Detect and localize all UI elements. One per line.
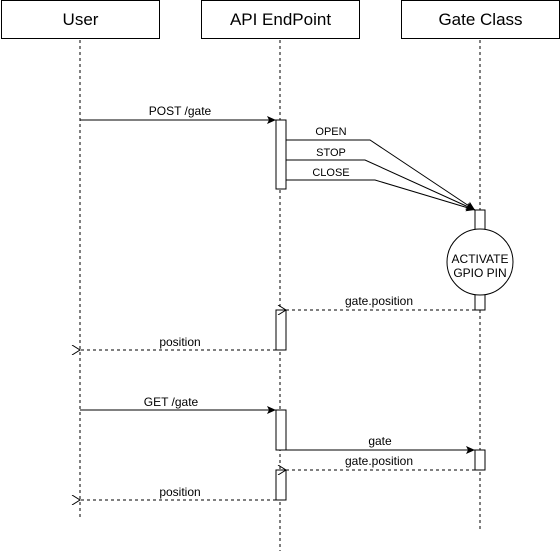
participant-user-label: User [62, 9, 99, 29]
participant-api-endpoint-label: API EndPoint [229, 9, 332, 29]
activation-api-2 [275, 309, 287, 351]
message-get-gate-label: GET /gate [144, 395, 199, 409]
activate-gpio-node [446, 228, 514, 296]
message-open-arrow [286, 139, 476, 211]
message-stop-arrow [286, 159, 476, 211]
message-post-gate-label: POST /gate [149, 104, 212, 118]
return-position-2-label: position [159, 485, 200, 499]
activate-label-line1: ACTIVATE [452, 252, 509, 266]
return-gate-position-2-label: gate.position [345, 454, 413, 468]
activation-api-1 [275, 119, 287, 190]
participant-gate-class-label: Gate Class [438, 9, 523, 29]
participant-gate-class[interactable]: Gate Class [401, 0, 560, 39]
participant-api-endpoint[interactable]: API EndPoint [201, 0, 360, 39]
return-gate-position-1-label: gate.position [345, 294, 413, 308]
return-position-1-label: position [159, 335, 200, 349]
activate-label-line2: GPIO PIN [453, 266, 506, 280]
message-stop-label: STOP [316, 147, 346, 159]
message-gate-label: gate [368, 434, 392, 448]
message-close-arrow [286, 179, 476, 212]
activation-api-3 [275, 409, 287, 451]
participant-user[interactable]: User [1, 0, 160, 39]
activation-api-4 [275, 469, 287, 501]
activation-gate-2 [474, 449, 486, 471]
message-close-label: CLOSE [312, 167, 349, 179]
message-open-label: OPEN [315, 126, 346, 138]
